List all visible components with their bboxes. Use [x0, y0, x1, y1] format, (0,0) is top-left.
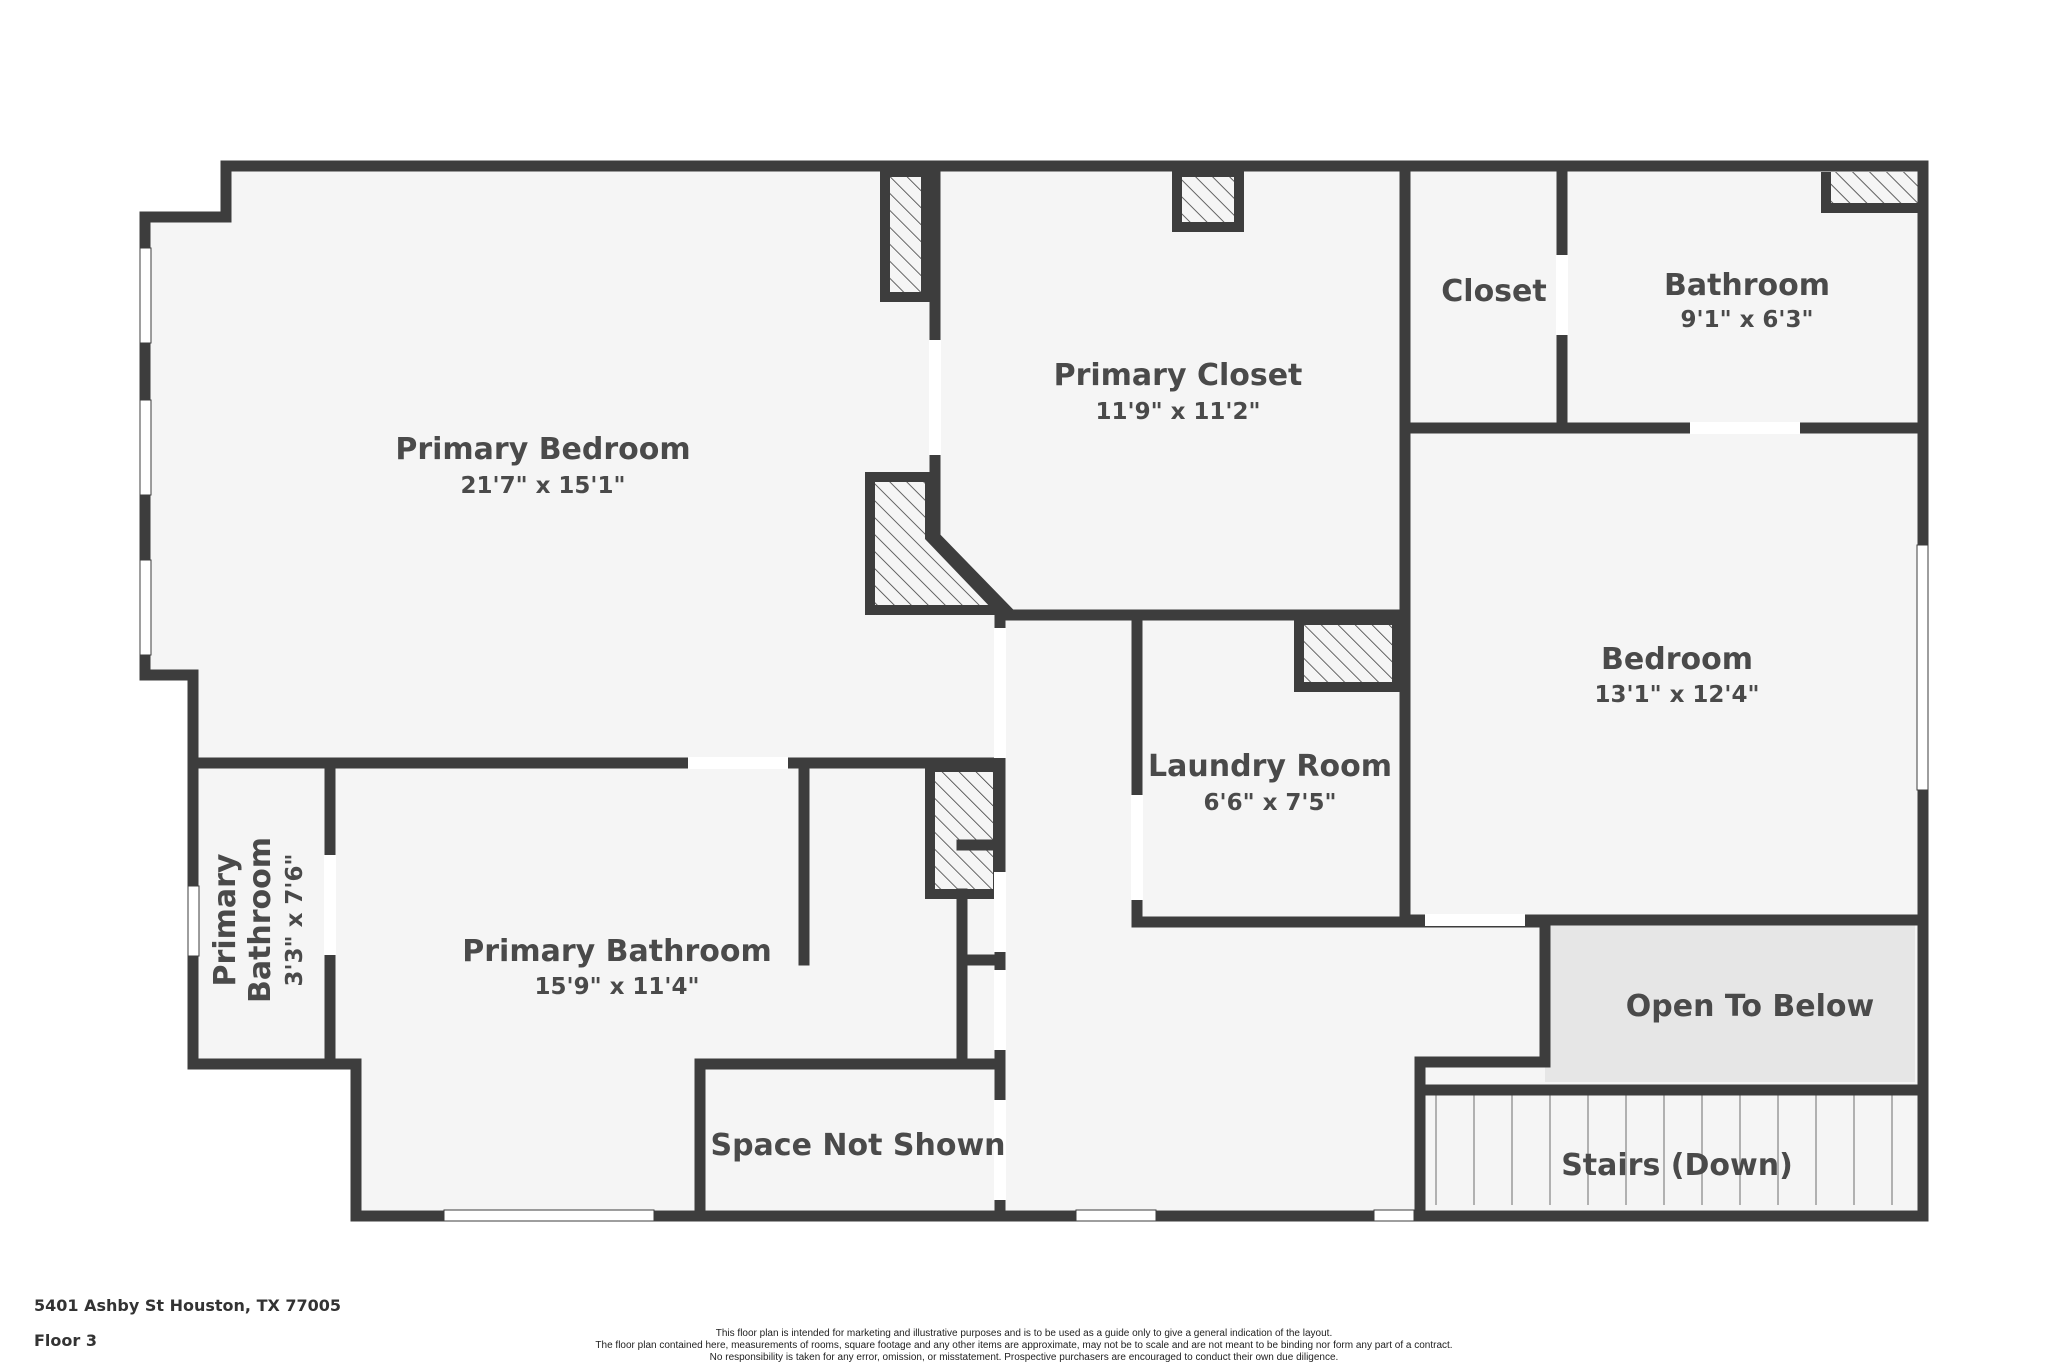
property-address: 5401 Ashby St Houston, TX 77005 — [34, 1296, 342, 1315]
primary-bathroom-label: Primary Bathroom — [462, 934, 771, 969]
small-primary-bathroom-line2: Bathroom — [243, 837, 278, 1003]
open-to-below-area — [1545, 922, 1915, 1082]
disclaimer-line: This floor plan is intended for marketin… — [715, 1328, 1333, 1339]
primary-bedroom-dims: 21'7" x 15'1" — [461, 473, 626, 499]
small-primary-bathroom-labels: Primary Bathroom 3'3" x 7'6" — [208, 837, 308, 1003]
laundry-room-label: Laundry Room — [1148, 749, 1392, 784]
door-openings — [324, 255, 1800, 1200]
stair-treads — [1435, 1095, 1893, 1205]
closet-label: Closet — [1441, 274, 1546, 309]
primary-bathroom-dims: 15'9" x 11'4" — [535, 974, 700, 1000]
primary-bedroom-label: Primary Bedroom — [395, 432, 690, 467]
space-not-shown-label: Space Not Shown — [710, 1128, 1005, 1163]
disclaimer-line: The floor plan contained here, measureme… — [595, 1340, 1453, 1351]
primary-closet-dims: 11'9" x 11'2" — [1096, 399, 1261, 425]
bathroom-label: Bathroom — [1664, 268, 1830, 303]
small-primary-bathroom-dims: 3'3" x 7'6" — [282, 854, 308, 987]
bathroom-dims: 9'1" x 6'3" — [1681, 307, 1814, 333]
windows — [139, 247, 1929, 1222]
laundry-room-dims: 6'6" x 7'5" — [1204, 790, 1337, 816]
bedroom-label: Bedroom — [1601, 642, 1753, 677]
open-to-below-label: Open To Below — [1626, 989, 1874, 1024]
disclaimer: This floor plan is intended for marketin… — [574, 1328, 1474, 1364]
bedroom-dims: 13'1" x 12'4" — [1595, 682, 1760, 708]
primary-closet-label: Primary Closet — [1054, 358, 1303, 393]
disclaimer-line: No responsibility is taken for any error… — [709, 1352, 1339, 1363]
stairs-label: Stairs (Down) — [1561, 1148, 1793, 1183]
floor-label: Floor 3 — [34, 1331, 97, 1350]
small-primary-bathroom-line1: Primary — [208, 853, 243, 986]
